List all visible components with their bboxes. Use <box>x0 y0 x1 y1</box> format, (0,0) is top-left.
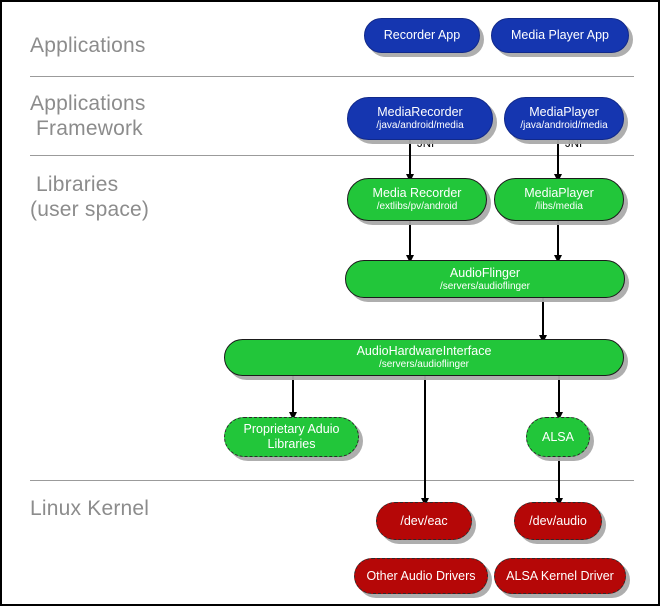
node-mediaplayer-lib[interactable]: MediaPlayer /libs/media <box>494 178 624 221</box>
node-dev-audio[interactable]: /dev/audio <box>514 502 602 540</box>
node-alsa-kernel-driver[interactable]: ALSA Kernel Driver <box>494 558 626 594</box>
arrowhead-mediarecorderlib-audioflinger <box>405 255 414 263</box>
node-alsa[interactable]: ALSA <box>526 417 590 457</box>
node-mediaplayer-framework[interactable]: MediaPlayer /java/android/media <box>504 97 624 140</box>
node-subtitle: /extlibs/pv/android <box>376 201 458 212</box>
divider-framework <box>30 155 634 156</box>
node-title: Media Player App <box>511 28 609 42</box>
node-subtitle: /servers/audioflinger <box>378 359 470 370</box>
arrowhead-mediaplayerlib-audioflinger <box>553 255 562 263</box>
node-title: Other Audio Drivers <box>366 568 476 583</box>
edge-label-jni-recorder: JNI <box>417 138 435 150</box>
connector-mediarecorderlib-audioflinger <box>409 221 411 261</box>
connector-mediaplayerlib-audioflinger <box>557 221 559 261</box>
divider-applications <box>30 76 634 77</box>
connector-alsa-dev-audio <box>558 457 560 503</box>
node-recorder-app[interactable]: Recorder App <box>364 18 480 53</box>
node-title: Media Recorder <box>372 186 462 200</box>
connector-ahi-proprietary <box>292 375 294 417</box>
connector-mediarecorder-jni <box>409 140 411 178</box>
node-title: Recorder App <box>383 28 461 42</box>
node-subtitle: /java/android/media <box>520 120 608 131</box>
node-dev-eac[interactable]: /dev/eac <box>376 502 472 540</box>
arrowhead-ahi-proprietary <box>288 412 297 420</box>
layer-label-linux-kernel: Linux Kernel <box>30 497 150 520</box>
node-title: /dev/audio <box>529 513 587 528</box>
connector-ahi-alsa <box>558 375 560 417</box>
node-title: /dev/eac <box>400 513 448 528</box>
layer-label-applications-framework: Applications Framework <box>30 92 146 140</box>
node-mediarecorder-framework[interactable]: MediaRecorder /java/android/media <box>347 97 493 140</box>
connector-audioflinger-audiohardwareinterface <box>542 298 544 342</box>
node-other-audio-drivers[interactable]: Other Audio Drivers <box>354 558 488 594</box>
node-audiohardwareinterface[interactable]: AudioHardwareInterface /servers/audiofli… <box>224 339 624 376</box>
node-media-player-app[interactable]: Media Player App <box>491 18 629 53</box>
node-title: MediaPlayer <box>524 186 594 200</box>
node-title: AudioFlinger <box>449 265 521 280</box>
node-subtitle: /servers/audioflinger <box>439 280 531 292</box>
node-title: ALSA <box>542 429 574 444</box>
layer-label-libraries: Libraries (user space) <box>30 173 150 221</box>
node-title: Proprietary Aduio Libraries <box>243 422 340 451</box>
node-title: AudioHardwareInterface <box>356 344 492 358</box>
node-title: MediaPlayer <box>529 105 599 119</box>
node-audioflinger[interactable]: AudioFlinger /servers/audioflinger <box>345 260 625 298</box>
arrowhead-ahi-alsa <box>554 412 563 420</box>
node-subtitle: /libs/media <box>535 201 583 212</box>
layer-label-applications: Applications <box>30 34 146 57</box>
connector-ahi-dev-eac <box>424 375 426 503</box>
node-title: ALSA Kernel Driver <box>506 568 614 583</box>
divider-kernel <box>30 480 634 481</box>
node-subtitle: /java/android/media <box>376 120 464 131</box>
node-media-recorder-lib[interactable]: Media Recorder /extlibs/pv/android <box>347 178 487 221</box>
connector-mediaplayer-jni <box>557 140 559 178</box>
edge-label-jni-player: JNI <box>565 138 583 150</box>
node-proprietary-audio-libraries[interactable]: Proprietary Aduio Libraries <box>224 417 359 457</box>
node-title: MediaRecorder <box>377 105 463 119</box>
